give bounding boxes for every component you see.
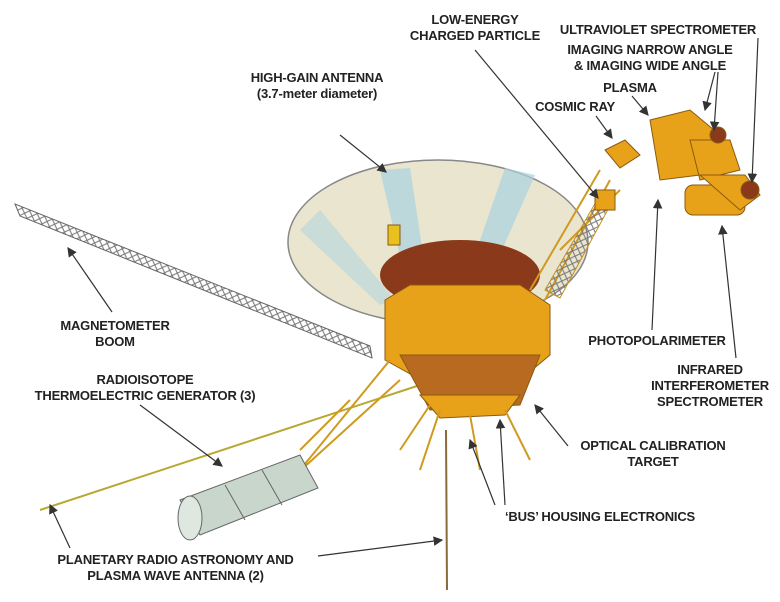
label-line: BOOM: [95, 334, 135, 349]
label-bus-housing-electronics: ‘BUS’ HOUSING ELECTRONICS: [504, 509, 696, 524]
magnetometer-boom: [14, 203, 373, 359]
label-optical-calibration-target: OPTICAL CALIBRATION TARGET: [568, 438, 738, 470]
bus-housing: [380, 240, 551, 419]
label-plasma: PLASMA: [603, 80, 657, 95]
label-line: & IMAGING WIDE ANGLE: [573, 58, 727, 73]
radio-antenna-vertical: [445, 429, 448, 591]
label-line: PLASMA WAVE ANTENNA (2): [87, 568, 264, 583]
science-instruments: [604, 109, 761, 216]
label-line: OPTICAL CALIBRATION: [580, 438, 726, 453]
label-line: CHARGED PARTICLE: [409, 28, 541, 43]
plasma-wave-antenna: [39, 384, 421, 511]
label-ultraviolet-spectrometer: ULTRAVIOLET SPECTROMETER: [559, 22, 757, 37]
label-high-gain-antenna: HIGH-GAIN ANTENNA (3.7-meter diameter): [232, 70, 402, 102]
label-low-energy-charged-particle: LOW-ENERGY CHARGED PARTICLE: [390, 12, 560, 44]
label-magnetometer-boom: MAGNETOMETER BOOM: [50, 318, 180, 350]
label-cosmic-ray: COSMIC RAY: [535, 99, 615, 114]
label-infrared-interferometer-spectrometer: INFRARED INTERFEROMETER SPECTROMETER: [640, 362, 780, 410]
label-rtg: RADIOISOTOPE THERMOELECTRIC GENERATOR (3…: [25, 372, 265, 404]
label-line: LOW-ENERGY: [431, 12, 519, 27]
rtg-cylinder: [177, 454, 319, 541]
leader-lines: [49, 37, 759, 557]
label-photopolarimeter: PHOTOPOLARIMETER: [588, 333, 726, 348]
lecp-instrument: [594, 189, 616, 211]
label-planetary-radio-astronomy: PLANETARY RADIO ASTRONOMY AND PLASMA WAV…: [28, 552, 323, 584]
label-imaging: IMAGING NARROW ANGLE & IMAGING WIDE ANGL…: [560, 42, 740, 74]
label-line: SPECTROMETER: [657, 394, 763, 409]
label-line: PLANETARY RADIO ASTRONOMY AND: [57, 552, 294, 567]
label-line: IMAGING NARROW ANGLE: [567, 42, 733, 57]
small-antenna: [387, 224, 401, 246]
label-line: TARGET: [627, 454, 679, 469]
label-line: MAGNETOMETER: [60, 318, 170, 333]
label-line: INTERFEROMETER: [651, 378, 769, 393]
label-line: RADIOISOTOPE: [96, 372, 194, 387]
label-line: THERMOELECTRIC GENERATOR (3): [34, 388, 256, 403]
label-line: HIGH-GAIN ANTENNA: [250, 70, 384, 85]
label-line: INFRARED: [677, 362, 743, 377]
label-line: (3.7-meter diameter): [256, 86, 378, 101]
